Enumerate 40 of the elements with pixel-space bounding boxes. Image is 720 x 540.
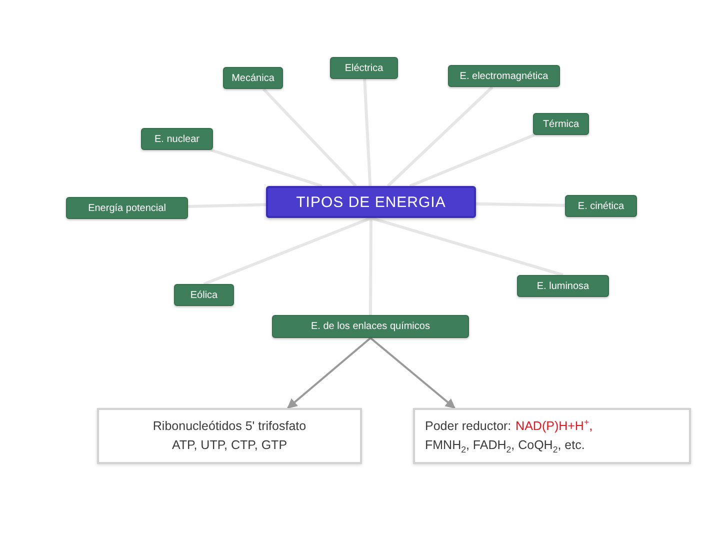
text-box: [413, 408, 691, 464]
connector-line: [262, 88, 357, 188]
topic-label: Eólica: [190, 290, 218, 300]
connector-line: [210, 148, 322, 188]
connector-line: [370, 216, 564, 276]
topic-box: [533, 113, 589, 135]
topic-label: E. de los enlaces químicos: [311, 321, 430, 332]
topic-label: E. cinética: [578, 200, 624, 212]
connector-line: [476, 202, 566, 207]
box-text: Ribonucleótidos 5' trifosfato: [152, 418, 306, 435]
topic-box: [141, 128, 213, 150]
topic-box: [174, 284, 234, 306]
topic-box: [272, 315, 469, 338]
arrow: [370, 337, 456, 409]
topic-box: [517, 275, 609, 297]
box-text: FMNH$_{2}$, FADH$_{2}$, CoQH$_{2}$, etc.: [425, 437, 585, 456]
topic-label: Energía potencial: [88, 202, 166, 214]
box-text: NAD(P)H+H$^{+}$,: [516, 416, 593, 435]
topic-box: [565, 195, 637, 217]
connector-line: [203, 216, 372, 286]
connector-line: [386, 86, 494, 188]
central-topic-label: TIPOS DE ENERGIA: [296, 194, 446, 210]
central-topic-box: [266, 186, 476, 218]
text-box: [97, 408, 362, 464]
topic-box: [66, 197, 188, 219]
connector-line: [409, 134, 535, 188]
topic-box: [448, 65, 560, 87]
topic-label: Térmica: [542, 118, 580, 130]
topic-label: E. nuclear: [154, 134, 200, 144]
topic-label: E. electromagnética: [460, 70, 548, 82]
box-text: ATP, UTP, CTP, GTP: [172, 437, 288, 454]
topic-label: E. luminosa: [536, 280, 590, 292]
topic-label: Eléctrica: [344, 62, 384, 74]
connector-line: [363, 78, 372, 186]
topic-label: Mecánica: [232, 72, 274, 84]
arrow: [287, 337, 372, 409]
topic-box: [223, 67, 283, 89]
box-text: Poder reductor:: [425, 418, 512, 435]
topic-box: [330, 57, 398, 79]
connector-line: [188, 203, 266, 208]
